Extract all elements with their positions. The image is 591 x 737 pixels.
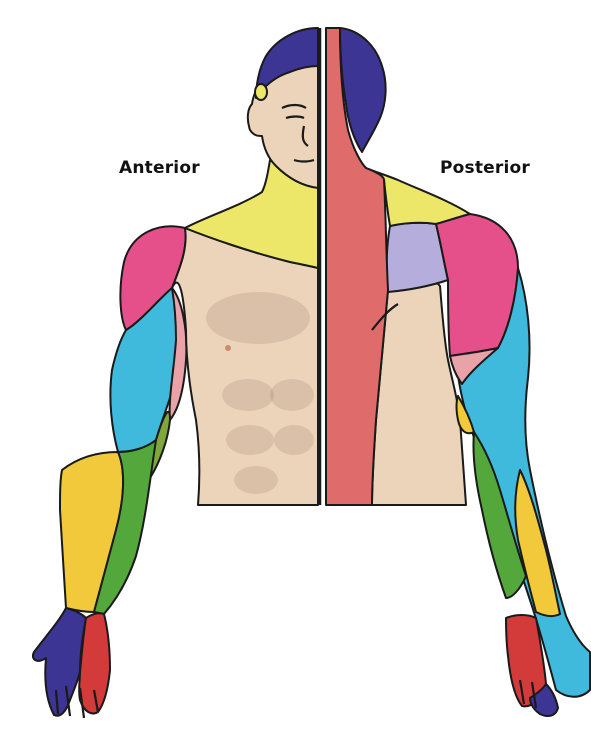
- anterior-chest-region: [172, 228, 318, 505]
- posterior-forearm-lateral-region: [515, 470, 560, 616]
- anterior-torso: [172, 28, 318, 505]
- anterior-hand-thumb-region: [33, 608, 86, 716]
- posterior-label: Posterior: [440, 158, 530, 178]
- anterior-label: Anterior: [119, 158, 200, 178]
- anterior-ear-patch: [255, 84, 267, 100]
- anterior-arm: [33, 226, 186, 718]
